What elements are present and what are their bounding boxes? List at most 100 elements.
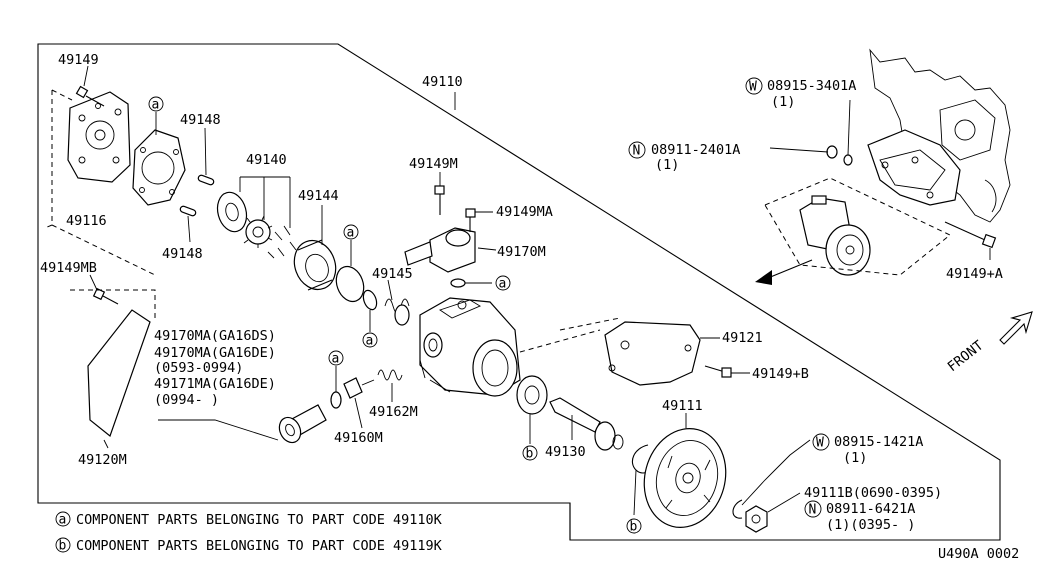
pump-bracket-illustration (867, 129, 961, 206)
legend-item-b: b COMPONENT PARTS BELONGING TO PART CODE… (55, 537, 443, 554)
svg-text:a: a (152, 98, 160, 113)
label-49170m: 49170M (497, 244, 546, 260)
svg-text:N: N (633, 144, 641, 159)
marker-w-upper: W (745, 77, 763, 95)
shaft-49130-part (549, 397, 624, 451)
pulley-49111-part (643, 428, 727, 528)
label-49148-upper: 49148 (180, 112, 221, 128)
marker-a-49170m: a (495, 275, 511, 292)
label-variant-2: 49170MA(GA16DE) (154, 345, 276, 361)
svg-text:b: b (630, 520, 638, 535)
bolt-49149-part (75, 85, 105, 107)
label-49130: 49130 (545, 444, 586, 460)
o-ring-fitting (450, 278, 466, 288)
bolt-49149b-part (704, 365, 732, 378)
label-variant-1: 49170MA(GA16DS) (154, 328, 276, 344)
label-washer-upper-qty: (1) (771, 94, 795, 110)
label-49110: 49110 (422, 74, 463, 90)
label-49111: 49111 (662, 398, 703, 414)
front-arrow-icon (999, 311, 1033, 345)
label-49162m: 49162M (369, 404, 418, 420)
label-nut-lower-qty: (1)(0395- ) (826, 517, 915, 533)
direction-arrow (755, 259, 813, 285)
svg-text:a: a (366, 334, 374, 349)
bolt-49149m-part (434, 185, 445, 215)
label-variant-3: (0593-0994) (154, 360, 243, 376)
svg-text:a: a (59, 513, 67, 528)
label-49140: 49140 (246, 152, 287, 168)
pump-body-part (419, 297, 521, 397)
label-front: FRONT (945, 338, 987, 376)
figure-code: U490A 0002 (938, 546, 1019, 562)
cover-plate-part (67, 91, 131, 183)
svg-text:b: b (59, 539, 67, 554)
label-49149: 49149 (58, 52, 99, 68)
svg-text:N: N (809, 503, 817, 518)
bracket-49121-part (604, 321, 701, 386)
legend-text-a: COMPONENT PARTS BELONGING TO PART CODE 4… (76, 512, 443, 528)
svg-text:b: b (526, 447, 534, 462)
label-49149mb: 49149MB (40, 260, 97, 276)
bolt-49149ma-part (465, 208, 476, 232)
main-frame (37, 43, 1001, 541)
marker-a-gasket: a (148, 96, 164, 113)
rotor-part (243, 215, 273, 248)
svg-text:a: a (499, 277, 507, 292)
label-49145: 49145 (372, 266, 413, 282)
union-fitting-part (278, 404, 327, 444)
label-49149a: 49149+A (946, 266, 1003, 282)
pin-49148-lower (179, 205, 197, 217)
washer-part (732, 499, 743, 519)
svg-text:a: a (347, 226, 355, 241)
marker-a-oring: a (343, 224, 359, 241)
gasket-part (132, 129, 186, 206)
marker-n-lower: N (804, 500, 822, 518)
group-dashed-box (44, 90, 156, 276)
pump-assembly-illustration (799, 195, 871, 276)
o-ring-small (362, 289, 378, 311)
marker-n-upper: N (628, 141, 646, 159)
svg-text:a: a (332, 352, 340, 367)
label-49149m: 49149M (409, 156, 458, 172)
bracket-plate-part (87, 309, 151, 437)
label-washer-lower-qty: (1) (843, 450, 867, 466)
label-49116: 49116 (66, 213, 107, 229)
label-nut-upper-code: 08911-2401A (651, 142, 740, 158)
label-49149ma: 49149MA (496, 204, 553, 220)
label-washer-lower-code: 08915-1421A (834, 434, 923, 450)
bolt-49149a-part (944, 221, 997, 249)
shaft-seal-part (516, 375, 548, 415)
svg-text:W: W (749, 80, 757, 95)
label-49148-lower: 49148 (162, 246, 203, 262)
spring-49162m-part (377, 369, 403, 381)
legend-text-b: COMPONENT PARTS BELONGING TO PART CODE 4… (76, 538, 443, 554)
fitting-49170m-part (404, 227, 476, 273)
o-ring-large (335, 265, 365, 303)
label-49160m: 49160M (334, 430, 383, 446)
marker-a-valve: a (328, 350, 344, 367)
marker-a-49145: a (362, 332, 378, 349)
label-49121: 49121 (722, 330, 763, 346)
label-nut-upper-qty: (1) (655, 157, 679, 173)
label-49111b: 49111B(0690-0395) (804, 485, 942, 501)
svg-text:W: W (816, 436, 824, 451)
label-49120m: 49120M (78, 452, 127, 468)
vane-parts (267, 225, 297, 259)
label-variant-5: (0994- ) (154, 392, 219, 408)
bolt-49149mb-part (92, 287, 119, 305)
spring-49145-part (384, 298, 410, 326)
nut-part (745, 505, 768, 533)
side-plate-part (293, 239, 337, 291)
label-49149b: 49149+B (752, 366, 809, 382)
label-washer-upper-code: 08915-3401A (767, 78, 856, 94)
label-nut-lower-code: 08911-6421A (826, 501, 915, 517)
pin-49148-upper (197, 174, 215, 186)
label-variant-4: 49171MA(GA16DE) (154, 376, 276, 392)
nut-upper-right (826, 145, 838, 159)
marker-b-seal: b (522, 445, 538, 462)
valve-49160m-part (343, 377, 375, 399)
marker-b-snapring: b (626, 518, 642, 535)
cam-ring-part (216, 191, 248, 233)
